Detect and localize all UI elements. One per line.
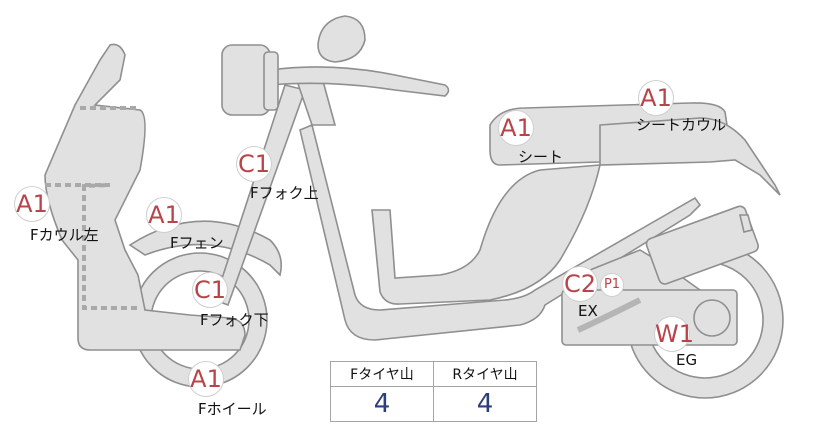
cowl-seam-panel [45,183,140,310]
grade-badge-seat: A1 [498,110,534,146]
exhaust-pipe [576,297,642,333]
grade-badge-seat-cowl: A1 [638,80,674,116]
part-label-engine: EG [676,351,698,369]
grade-badge-f-fender: A1 [146,197,182,233]
part-label-exhaust: EX [578,302,598,320]
part-label-seat-cowl: シートカウル [636,116,727,134]
grade-badge-exhaust: C2 [562,266,598,302]
under-seat-body [371,164,602,305]
floor-frame [299,123,702,341]
tire-tread-table: Fタイヤ山 Rタイヤ山 4 4 [330,361,537,422]
fork [214,84,307,307]
kickstand [738,214,753,233]
part-label-f-cowl: Fカウル左 [30,226,99,244]
grade-badge-f-fork-upper: C1 [236,146,272,182]
part-label-f-wheel: Fホイール [198,400,267,418]
part-label-seat: シート [518,148,564,166]
mirror [317,15,366,63]
sub-grade-badge-exhaust: P1 [600,273,624,297]
grade-badge-engine: W1 [654,316,694,352]
part-label-f-fender: Fフェン [170,234,224,252]
grade-badge-f-wheel: A1 [188,361,224,397]
exhaust-box [561,289,738,346]
rear-tread-value: 4 [433,386,537,422]
part-label-f-fork-lower: Fフォク下 [200,311,269,329]
front-cowl-shape [44,43,246,351]
rear-tread-header: Rタイヤ山 [433,361,537,387]
part-label-f-fork-upper: Fフォク上 [250,184,319,202]
front-tread-header: Fタイヤ山 [330,361,434,387]
headlight [221,44,271,116]
grade-badge-f-fork-lower: C1 [192,272,228,308]
grade-badge-f-cowl: A1 [14,186,50,222]
front-tread-value: 4 [330,386,434,422]
handlebar [269,66,450,97]
headlight-rim [263,51,279,111]
seat-cowl-shape [599,117,781,196]
rear-hub [693,299,731,337]
